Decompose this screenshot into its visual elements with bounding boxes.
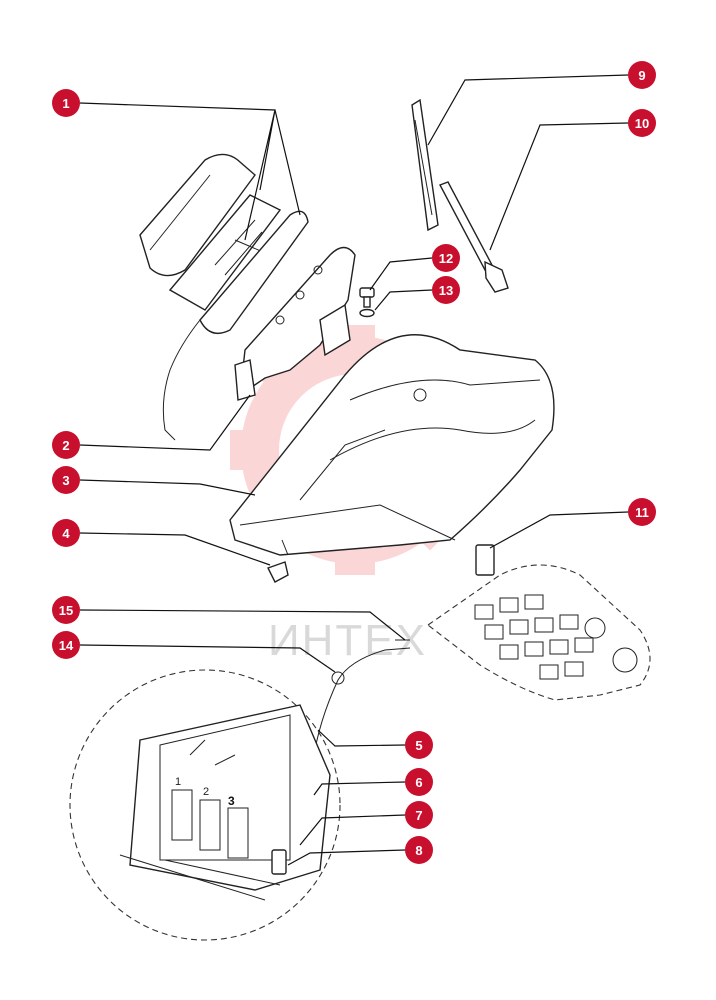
callout-13: 13 [432,276,460,304]
callout-12: 12 [432,244,460,272]
callout-7: 7 [405,801,433,829]
part-13-washer [359,308,375,318]
part-1-display-assembly [139,153,309,441]
svg-text:2: 2 [62,438,69,453]
part-2-mounting-bracket [234,246,356,401]
svg-text:3: 3 [62,473,69,488]
svg-text:13: 13 [439,283,453,298]
part-8-relay [271,849,287,875]
part-3-seat [229,334,555,556]
svg-text:5: 5 [415,738,422,753]
leader-lines [79,74,629,866]
callout-9: 9 [628,61,656,89]
fuse-slot-label-2: 2 [203,786,209,798]
svg-text:11: 11 [635,505,649,520]
part-4-knob [267,539,289,583]
callout-8: 8 [405,836,433,864]
part-11-cover-panel [427,544,651,701]
fuse-slot-label-3: 3 [228,794,235,808]
svg-text:7: 7 [415,808,422,823]
part-12-bolt [359,287,375,308]
detail-fuse-box [69,669,341,941]
svg-text:8: 8 [415,843,422,858]
svg-text:15: 15 [59,603,73,618]
callout-15: 15 [52,596,80,624]
svg-text:1: 1 [62,96,69,111]
callout-11: 11 [628,498,656,526]
callout-14: 14 [52,631,80,659]
svg-text:4: 4 [62,526,70,541]
svg-text:12: 12 [439,251,453,266]
svg-text:6: 6 [415,775,422,790]
svg-text:9: 9 [638,68,645,83]
part-11-connector [475,544,495,576]
callout-3: 3 [52,466,80,494]
callout-10: 10 [628,109,656,137]
callout-4: 4 [52,519,80,547]
callout-5: 5 [405,731,433,759]
svg-text:14: 14 [59,638,74,653]
part-10-wiper-arm [439,181,509,293]
part-14-grommet [331,671,345,685]
part-9-wiper-blade [411,98,439,232]
callout-6: 6 [405,768,433,796]
callout-2: 2 [52,431,80,459]
callout-1: 1 [52,89,80,117]
svg-text:10: 10 [635,116,649,131]
fuse-slot-label-1: 1 [175,776,181,788]
